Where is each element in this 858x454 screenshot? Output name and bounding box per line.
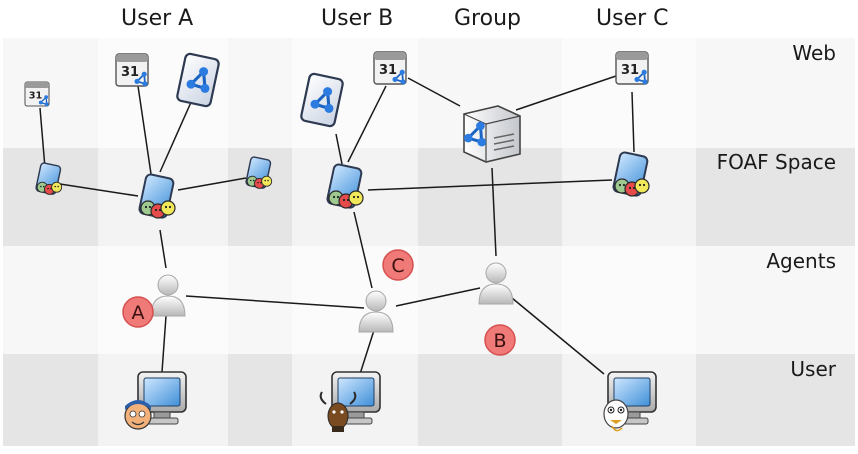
edge	[39, 107, 46, 169]
edge	[159, 229, 167, 269]
edge	[137, 85, 152, 175]
user-c-computer	[603, 371, 657, 432]
marker-c: C	[382, 249, 414, 281]
row-label-foaf-space: FOAF Space	[716, 150, 836, 174]
edge	[511, 297, 605, 375]
row-label-agents: Agents	[766, 249, 836, 273]
marker-c-circle	[382, 249, 414, 281]
marker-a: A	[122, 296, 154, 328]
row-label-web: Web	[792, 41, 836, 65]
row-label-user: User	[790, 357, 836, 381]
penguin-avatar-icon	[124, 400, 152, 430]
user-b-computer	[319, 371, 381, 432]
calendar-icon	[616, 52, 648, 84]
connection-lines	[39, 75, 635, 375]
user-a-computer	[124, 371, 187, 430]
marker-b: B	[484, 324, 516, 356]
column-header-user-c: User C	[596, 6, 669, 31]
server-icon	[464, 106, 520, 162]
marker-b-label: B	[493, 330, 506, 352]
grid-background	[3, 38, 855, 446]
marker-c-label: C	[391, 255, 404, 277]
column-header-user-a: User A	[121, 6, 194, 31]
gnu-avatar-icon	[319, 391, 357, 432]
edge	[515, 75, 617, 111]
edge	[395, 287, 481, 307]
edge	[177, 177, 247, 191]
edge	[367, 179, 613, 191]
edge	[491, 167, 497, 257]
edge	[59, 183, 139, 197]
marker-a-label: A	[132, 302, 145, 324]
edge	[347, 85, 387, 163]
edge	[631, 91, 635, 153]
edge	[159, 99, 193, 173]
edge	[335, 133, 343, 165]
column-header-group: Group	[454, 6, 521, 31]
edge	[185, 295, 365, 309]
calendar-icon	[116, 54, 148, 86]
edge	[407, 77, 461, 107]
calendar-icon	[374, 52, 406, 84]
calendar-icon	[25, 82, 49, 106]
bsd-avatar-icon	[603, 399, 629, 432]
edge	[161, 315, 167, 373]
marker-a-circle	[122, 296, 154, 328]
marker-b-circle	[484, 324, 516, 356]
edge	[353, 211, 373, 289]
column-header-user-b: User B	[321, 6, 394, 31]
